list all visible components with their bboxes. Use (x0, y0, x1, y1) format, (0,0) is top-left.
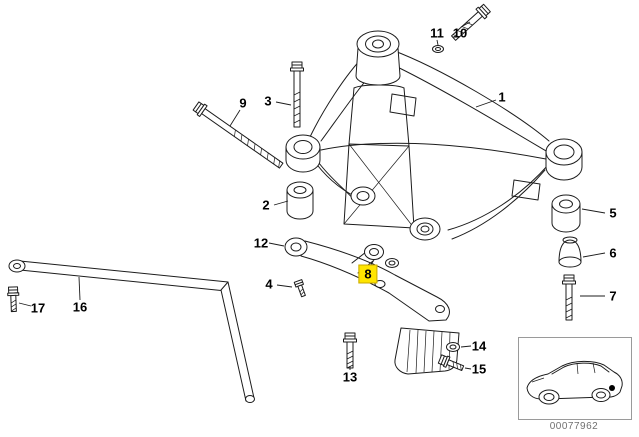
part-label-7[interactable]: 7 (609, 288, 617, 304)
part-label-15[interactable]: 15 (471, 361, 487, 377)
stabilizer-bar (8, 259, 255, 403)
image-id: 00077962 (549, 421, 599, 432)
part-label-9[interactable]: 9 (239, 95, 247, 111)
washer-11-icon (432, 45, 444, 53)
part-label-12[interactable]: 12 (253, 235, 269, 251)
part-label-5[interactable]: 5 (609, 205, 617, 221)
car-icon (526, 360, 623, 405)
part-label-14[interactable]: 14 (471, 338, 487, 354)
part-label-6[interactable]: 6 (609, 245, 617, 261)
bushing-5-icon (551, 194, 581, 233)
part-label-2[interactable]: 2 (262, 197, 270, 213)
car-thumbnail[interactable] (518, 337, 632, 420)
part-location-dot (609, 385, 615, 391)
bolt-7-icon (562, 274, 576, 321)
bolt-13-icon (343, 332, 357, 369)
bolt-4-icon (293, 279, 306, 298)
part-label-13[interactable]: 13 (342, 369, 358, 385)
part-label-16[interactable]: 16 (72, 299, 88, 315)
part-label-11[interactable]: 11 (430, 25, 444, 41)
bolt-15-icon (437, 354, 465, 371)
bushing-8-icon (364, 244, 399, 268)
leader-lines (18, 21, 606, 370)
part-label-10[interactable]: 10 (452, 25, 468, 41)
part-label-3[interactable]: 3 (264, 93, 272, 109)
part-label-8[interactable]: 8 (358, 264, 378, 284)
bolt-9-icon (192, 101, 284, 169)
part-label-4[interactable]: 4 (265, 276, 273, 292)
bolt-3-icon (290, 61, 304, 128)
part-label-1[interactable]: 1 (498, 89, 506, 105)
subframe (285, 30, 583, 241)
washer-14-icon (446, 342, 460, 352)
part-label-17[interactable]: 17 (30, 300, 46, 316)
bushing-2-icon (286, 181, 314, 220)
mount-6-icon (558, 236, 582, 268)
bolt-10-icon (451, 3, 491, 41)
bolt-17-icon (7, 286, 20, 313)
